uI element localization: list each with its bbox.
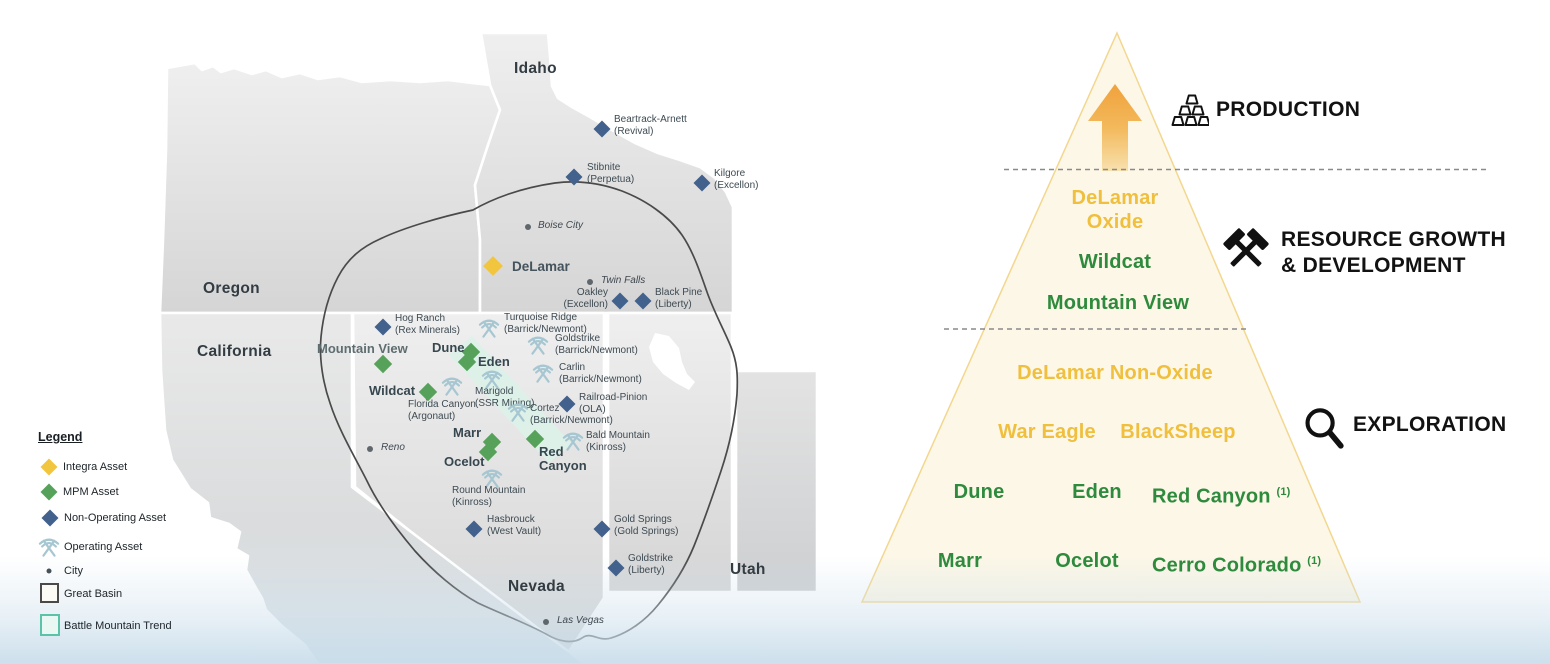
legend-label-non-operating: Non-Operating Asset [64,512,167,524]
legend-city-dot-icon [46,568,52,574]
city-label-boise: Boise City [538,220,584,231]
site-label-eden: Eden [478,354,510,369]
site-label-cortez: Cortez(Barrick/Newmont) [530,403,613,426]
city-dot-las-vegas [543,619,549,625]
site-label-bald-mountain: Bald Mountain(Kinross) [586,430,650,453]
pyramid-item-war-eagle: War Eagle [998,421,1096,443]
site-label-carlin: Carlin(Barrick/Newmont) [559,362,642,385]
legend-label-battle-mountain: Battle Mountain Trend [64,620,172,632]
stage-label-resource-growth: RESOURCE GROWTH & DEVELOPMENT [1281,228,1506,277]
city-dot-twin-falls [587,279,593,285]
state-label-idaho: Idaho [514,60,557,77]
state-label-nevada: Nevada [508,578,565,595]
magnifier-icon [1303,406,1347,454]
pickaxes-icon-cortez [507,402,530,423]
city-label-reno: Reno [381,442,405,453]
city-label-twin-falls: Twin Falls [601,275,646,286]
pyramid-item-cerro-colorado: Cerro Colorado (1) [1152,554,1322,577]
stage-label-exploration: EXPLORATION [1353,413,1507,436]
site-label-oakley: Oakley(Excellon) [563,287,608,310]
pyramid-item-eden: Eden [1072,481,1122,503]
site-label-stibnite: Stibnite(Perpetua) [587,162,635,185]
site-label-mountain-view: Mountain View [317,341,408,356]
site-label-beartrack-arnett: Beartrack-Arnett(Revival) [614,114,687,137]
pickaxes-icon-goldstrike [527,335,550,356]
pickaxes-icon-carlin [532,363,555,384]
red-canyon-footnote: (1) [1276,486,1291,498]
cerro-colorado-footnote: (1) [1307,555,1322,567]
battle-mountain-trend-band [449,336,572,463]
legend-battle-mountain-swatch [40,614,60,636]
site-label-railroad-pinion: Railroad-Pinion(OLA) [579,392,648,415]
site-label-hasbrouck: Hasbrouck(West Vault) [487,514,542,537]
site-label-delamar: DeLamar [512,259,570,274]
pyramid-item-blacksheep: BlackSheep [1120,421,1236,443]
state-label-utah: Utah [730,561,766,578]
legend-label-city: City [64,565,83,577]
site-label-wildcat: Wildcat [369,383,416,398]
pyramid-item-delamar-oxide: DeLamar Oxide [1071,187,1159,233]
state-label-oregon: Oregon [203,280,260,297]
site-label-ocelot: Ocelot [444,454,485,469]
state-idaho [473,31,735,315]
site-label-goldstrike-liberty: Goldstrike(Liberty) [628,553,674,576]
site-label-gold-springs: Gold Springs(Gold Springs) [614,514,679,537]
gold-bars-icon [1170,94,1210,126]
state-utah-east [734,369,819,594]
pyramid-up-arrow [1088,84,1142,171]
pyramid-item-red-canyon: Red Canyon (1) [1152,485,1291,508]
pyramid-item-dune: Dune [953,481,1005,503]
state-label-california: California [197,343,272,360]
legend-label-great-basin: Great Basin [64,588,123,600]
legend-label-operating: Operating Asset [64,541,143,553]
site-label-marr: Marr [453,425,482,440]
legend-title: Legend [38,430,83,444]
site-label-round-mountain: Round Mountain(Kinross) [452,485,526,508]
legend-great-basin-swatch [40,583,59,603]
site-label-hog-ranch: Hog Ranch(Rex Minerals) [395,313,461,336]
city-dot-reno [367,446,373,452]
city-dot-boise [525,224,531,230]
pickaxes-icon-turquoise-ridge [478,318,501,339]
legend-label-mpm: MPM Asset [63,486,119,498]
site-label-marigold: Marigold(SSR Mining) [475,386,535,409]
state-oregon [158,61,502,315]
site-label-goldstrike-bn: Goldstrike(Barrick/Newmont) [555,333,638,356]
legend-pickaxes-icon [38,537,61,558]
pickaxes-icon-florida-canyon [441,376,464,397]
site-label-red-canyon: Red Canyon [539,444,587,473]
great-salt-lake [649,333,695,390]
city-label-las-vegas: Las Vegas [557,615,604,626]
pyramid-item-ocelot: Ocelot [1055,550,1119,572]
stage-label-production: PRODUCTION [1216,98,1361,121]
site-label-turquoise-ridge: Turquoise Ridge(Barrick/Newmont) [504,312,587,335]
pyramid-item-delamar-non-oxide: DeLamar Non-Oxide [1017,362,1213,384]
site-label-black-pine: Black Pine(Liberty) [655,287,703,310]
crossed-hammers-icon [1222,226,1270,276]
legend-label-integra: Integra Asset [63,461,128,473]
pyramid-item-marr: Marr [937,550,983,572]
pyramid-item-mountain-view: Mountain View [1046,292,1190,314]
site-label-florida-canyon: Florida Canyon(Argonaut) [408,399,476,422]
site-label-kilgore: Kilgore(Excellon) [714,168,759,191]
site-label-dune: Dune [432,340,465,355]
pyramid-item-wildcat: Wildcat [1078,251,1152,273]
